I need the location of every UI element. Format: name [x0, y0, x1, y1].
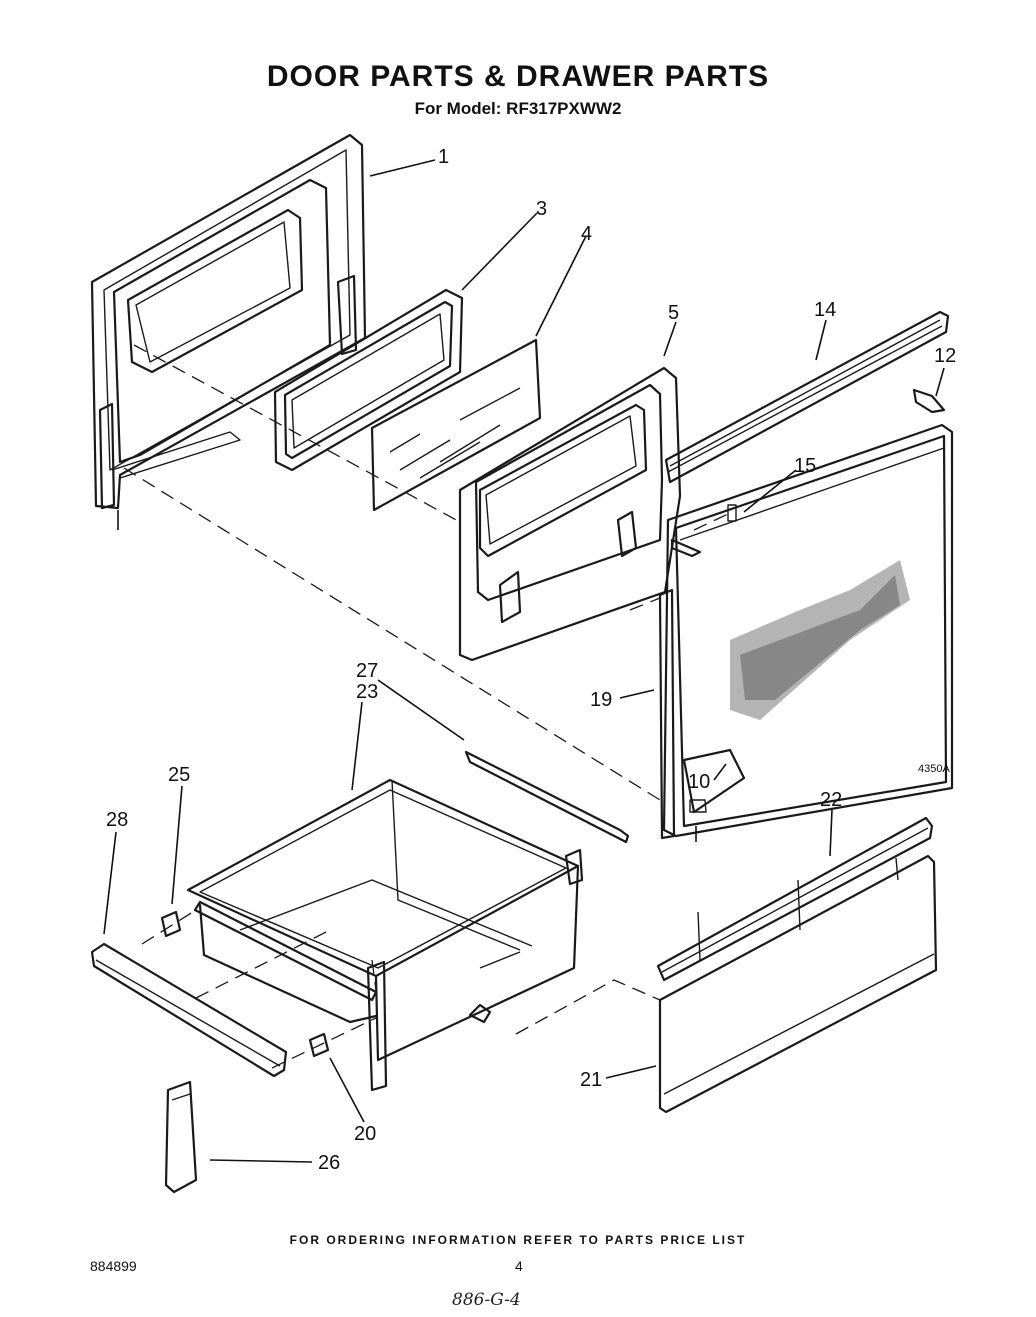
part-23-storage-drawer [186, 778, 584, 1092]
part-21-drawer-front [658, 854, 938, 1114]
ordering-footer: FOR ORDERING INFORMATION REFER TO PARTS … [289, 1233, 747, 1247]
figure-code: 4350A [918, 763, 950, 775]
callout-26: 26 [318, 1152, 340, 1174]
callout-5: 5 [668, 302, 679, 324]
callout-14: 14 [814, 299, 836, 321]
part-20-drawer-glide [308, 1032, 330, 1058]
callout-12: 12 [934, 345, 956, 367]
part-3-window-gasket [273, 288, 464, 472]
callout-28: 28 [106, 809, 128, 831]
callout-3: 3 [536, 198, 547, 220]
callout-21: 21 [580, 1069, 602, 1091]
part-27-drawer-rail [464, 750, 630, 844]
callout-22: 22 [820, 789, 842, 811]
callout-27: 27 [356, 660, 378, 682]
assembly-guide-lines [123, 344, 729, 1069]
part-19-outer-door-panel [658, 423, 954, 840]
callout-4: 4 [581, 223, 592, 245]
insulation-pattern [730, 560, 910, 720]
leader-lines [103, 159, 945, 1163]
part-4-door-glass [370, 338, 542, 512]
part-12-clip [912, 388, 946, 414]
part-5-inner-door-panel [458, 366, 682, 662]
callout-10: 10 [688, 771, 710, 793]
callout-25: 25 [168, 764, 190, 786]
page-title: DOOR PARTS & DRAWER PARTS [266, 60, 770, 93]
part-14-top-trim [664, 310, 950, 484]
part-26-bracket [164, 1080, 198, 1194]
callout-23: 23 [356, 681, 378, 703]
callout-15: 15 [794, 455, 816, 477]
part-28-drawer-side-rail [90, 942, 288, 1078]
callout-19: 19 [590, 689, 612, 711]
handwritten-note: 886-G-4 [452, 1290, 521, 1310]
part-1-outer-door [90, 133, 367, 510]
document-number: 884899 [90, 1258, 137, 1274]
callout-1: 1 [438, 146, 449, 168]
model-subtitle: For Model: RF317PXWW2 [414, 99, 622, 118]
callout-20: 20 [354, 1123, 376, 1145]
part-25-drawer-glide [160, 910, 182, 938]
page-number: 4 [515, 1258, 523, 1274]
part-22-drawer-trim [656, 816, 934, 982]
